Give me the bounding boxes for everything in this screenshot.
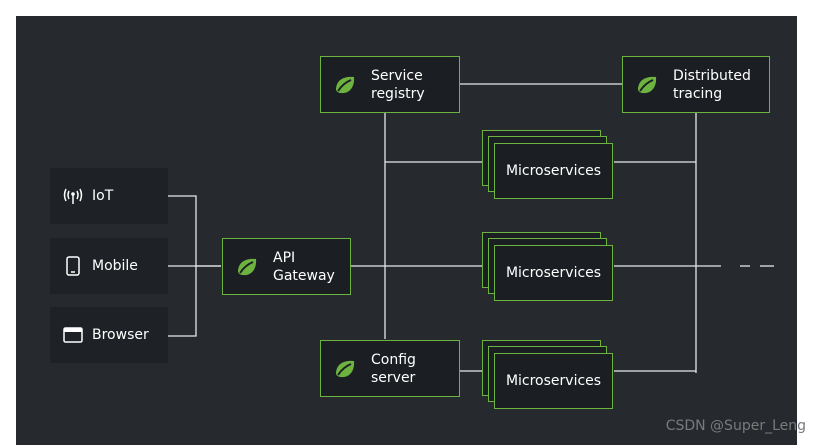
- microservice-card-front: Microservices: [494, 353, 613, 409]
- client-mobile: Mobile: [50, 238, 168, 294]
- tracing-label: Distributed tracing: [673, 67, 751, 102]
- config-label: Config server: [371, 351, 416, 386]
- microservices-stack: Microservices: [482, 232, 614, 302]
- watermark-text: CSDN @Super_Leng: [665, 418, 806, 434]
- antenna-icon: [62, 187, 84, 205]
- microservices-label: Microservices: [505, 373, 602, 389]
- connector-lines: [168, 83, 774, 373]
- spring-leaf-icon: [638, 76, 657, 93]
- browser-window-icon: [62, 327, 84, 343]
- gateway-label: API Gateway: [273, 249, 335, 284]
- microservices-stack: Microservices: [482, 340, 614, 410]
- spring-leaf-icon: [336, 76, 355, 93]
- client-label: IoT: [92, 188, 114, 204]
- microservices-label: Microservices: [505, 265, 602, 281]
- microservice-card-front: Microservices: [494, 143, 613, 199]
- architecture-diagram: IoT Mobile Browser API Gateway: [16, 16, 797, 445]
- config-server: Config server: [320, 340, 460, 397]
- microservices-label: Microservices: [505, 163, 602, 179]
- microservice-card-front: Microservices: [494, 245, 613, 301]
- api-gateway: API Gateway: [222, 238, 351, 295]
- distributed-tracing: Distributed tracing: [622, 56, 770, 113]
- registry-label: Service registry: [371, 67, 425, 102]
- smartphone-icon: [62, 256, 84, 276]
- spring-leaf-icon: [336, 360, 355, 377]
- service-registry: Service registry: [320, 56, 460, 113]
- spring-leaf-icon: [238, 258, 257, 275]
- microservices-stack: Microservices: [482, 130, 614, 200]
- client-iot: IoT: [50, 168, 168, 224]
- client-label: Mobile: [92, 258, 138, 274]
- client-browser: Browser: [50, 307, 168, 363]
- client-label: Browser: [92, 327, 149, 343]
